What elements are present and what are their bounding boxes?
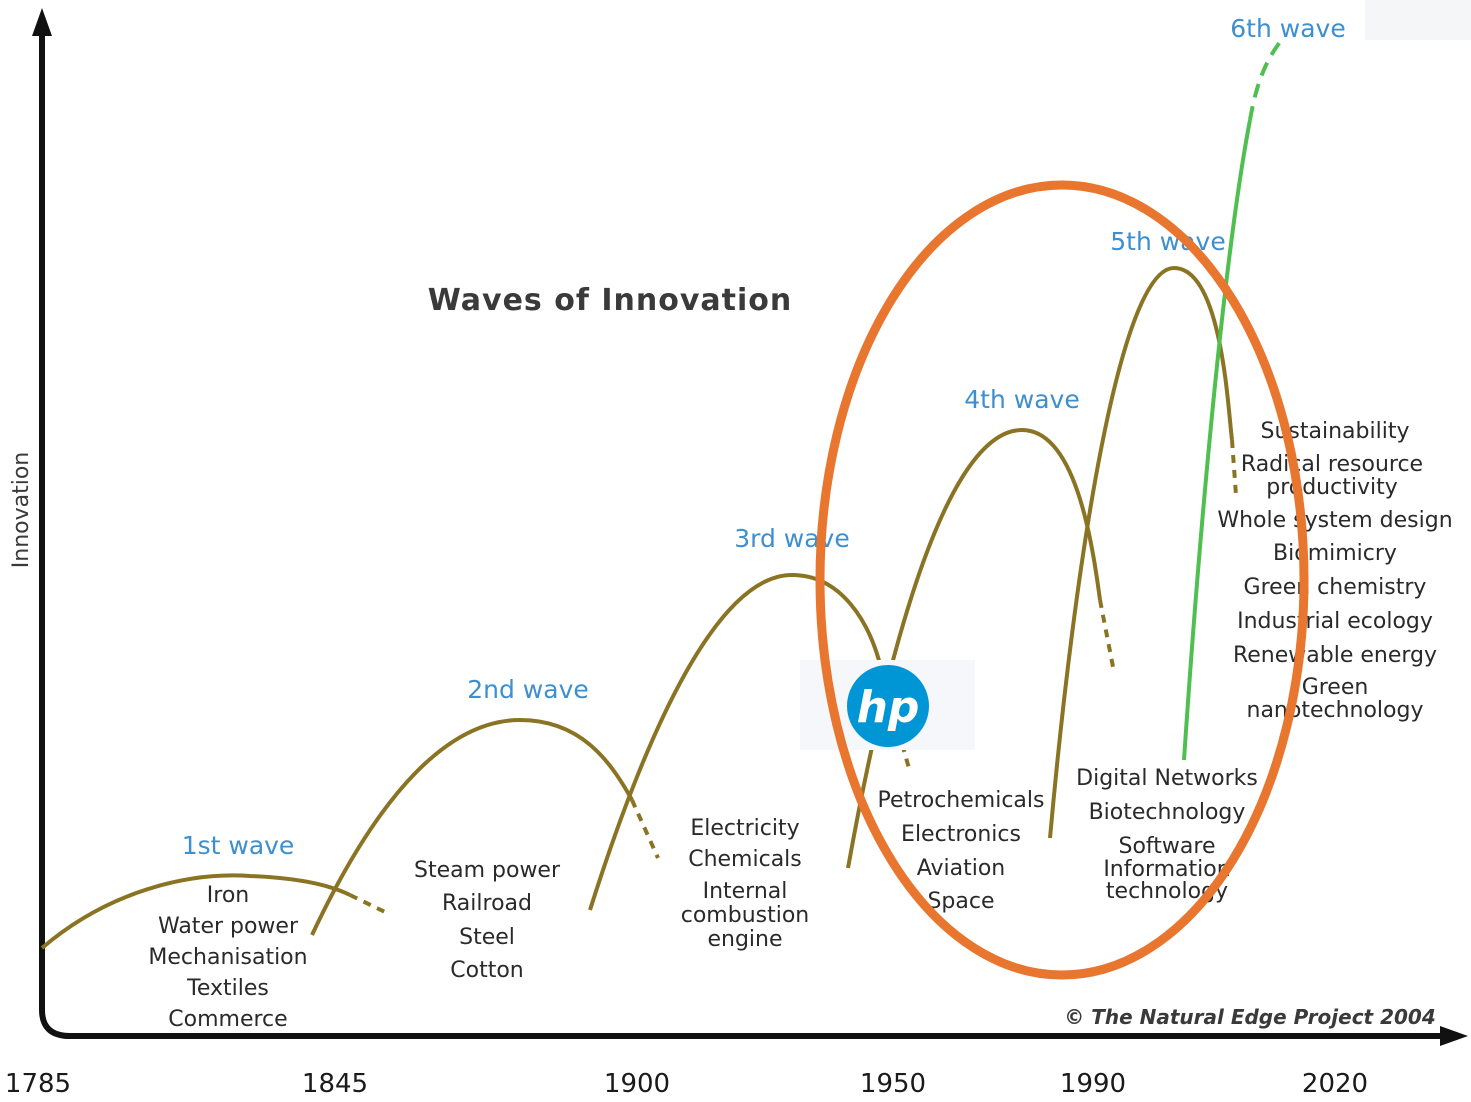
hp-logo-text: hp xyxy=(857,682,920,733)
corner-patch xyxy=(1365,0,1471,40)
wave-label: 2nd wave xyxy=(467,675,589,704)
technology-item: Green chemistry xyxy=(1244,575,1427,600)
y-axis-label: Innovation xyxy=(9,452,34,568)
x-tick-label: 2020 xyxy=(1302,1069,1368,1098)
copyright-credit: © The Natural Edge Project 2004 xyxy=(1064,1005,1436,1029)
wave-2-curve xyxy=(310,717,634,936)
diagram-title: Waves of Innovation xyxy=(428,283,792,318)
wave-2-technologies: Steam power Railroad Steel Cotton xyxy=(414,858,561,983)
wave-label: 3rd wave xyxy=(734,524,850,553)
technology-item: Space xyxy=(927,889,994,914)
wave-4-technologies: Petrochemicals Electronics Aviation Spac… xyxy=(878,788,1045,914)
technology-item: Electricity xyxy=(690,816,799,841)
technology-item: Digital Networks xyxy=(1076,766,1258,791)
wave-5-curve-tail xyxy=(1230,439,1238,496)
technology-item: Iron xyxy=(207,883,249,908)
wave-curves xyxy=(40,40,1282,950)
wave-2-curve-tail xyxy=(630,799,660,859)
x-axis-ticks: 1785 1845 1900 1950 1990 2020 xyxy=(5,1069,1368,1099)
technology-item: Renewable energy xyxy=(1233,643,1437,668)
wave-1-technologies: Iron Water power Mechanisation Textiles … xyxy=(148,883,307,1032)
wave-6-curve-dashed xyxy=(1248,40,1282,121)
technology-item: Whole system design xyxy=(1217,508,1452,533)
wave-labels: 1st wave 2nd wave 3rd wave 4th wave 5th … xyxy=(182,14,1346,860)
technology-item: Steel xyxy=(459,925,515,950)
technology-item: combustion xyxy=(681,903,810,928)
wave-5-technologies: Digital Networks Biotechnology Software … xyxy=(1076,766,1258,904)
x-tick-label: 1900 xyxy=(604,1069,670,1098)
y-axis-arrow xyxy=(32,8,52,36)
x-axis-arrow xyxy=(1440,1026,1468,1046)
wave-3-curve xyxy=(588,572,884,911)
technology-item: Cotton xyxy=(450,958,523,983)
wave-4-curve-tail xyxy=(1098,599,1116,673)
hp-logo-circle xyxy=(847,665,929,747)
highlight-ellipse xyxy=(815,180,1309,980)
wave-label: 1st wave xyxy=(182,831,295,860)
wave-6-technologies: Sustainability Radical resource producti… xyxy=(1217,419,1452,723)
technology-item: Textiles xyxy=(186,976,269,1001)
technology-item: Electronics xyxy=(901,822,1021,847)
technology-item: productivity xyxy=(1266,475,1398,500)
technology-item: Chemicals xyxy=(688,847,802,872)
axes xyxy=(39,20,1450,1039)
technology-item: Industrial ecology xyxy=(1237,609,1433,634)
wave-label: 4th wave xyxy=(964,385,1079,414)
technology-item: Water power xyxy=(158,914,299,939)
technology-item: Petrochemicals xyxy=(878,788,1045,813)
technology-item: Aviation xyxy=(917,856,1006,881)
x-tick-label: 1845 xyxy=(302,1069,368,1098)
technology-item: Green xyxy=(1302,675,1369,700)
wave-1-curve-tail xyxy=(349,893,386,914)
x-tick-label: 1990 xyxy=(1060,1069,1126,1098)
technology-item: engine xyxy=(707,927,782,952)
technology-item: Steam power xyxy=(414,858,561,883)
technology-item: Radical resource xyxy=(1241,452,1423,477)
wave-5-curve xyxy=(1048,265,1234,839)
wave-6-curve xyxy=(1182,119,1252,761)
wave-label: 5th wave xyxy=(1110,227,1225,256)
technology-item: Commerce xyxy=(168,1007,287,1032)
technology-item: Internal xyxy=(703,879,788,904)
technology-item: Software xyxy=(1119,834,1216,859)
hp-logo: hp xyxy=(800,660,975,750)
technology-item: Mechanisation xyxy=(148,945,307,970)
x-tick-label: 1785 xyxy=(5,1069,71,1098)
technology-item: Biotechnology xyxy=(1089,800,1246,825)
technology-item: nanotechnology xyxy=(1247,698,1424,723)
wave-3-technologies: Electricity Chemicals Internal combustio… xyxy=(681,816,810,952)
x-tick-label: 1950 xyxy=(860,1069,926,1098)
technology-item: Biomimicry xyxy=(1273,541,1397,566)
technology-item: Railroad xyxy=(442,891,532,916)
wave-1-curve xyxy=(40,873,351,950)
technology-item: Information xyxy=(1103,857,1230,882)
wave-label: 6th wave xyxy=(1230,14,1345,43)
